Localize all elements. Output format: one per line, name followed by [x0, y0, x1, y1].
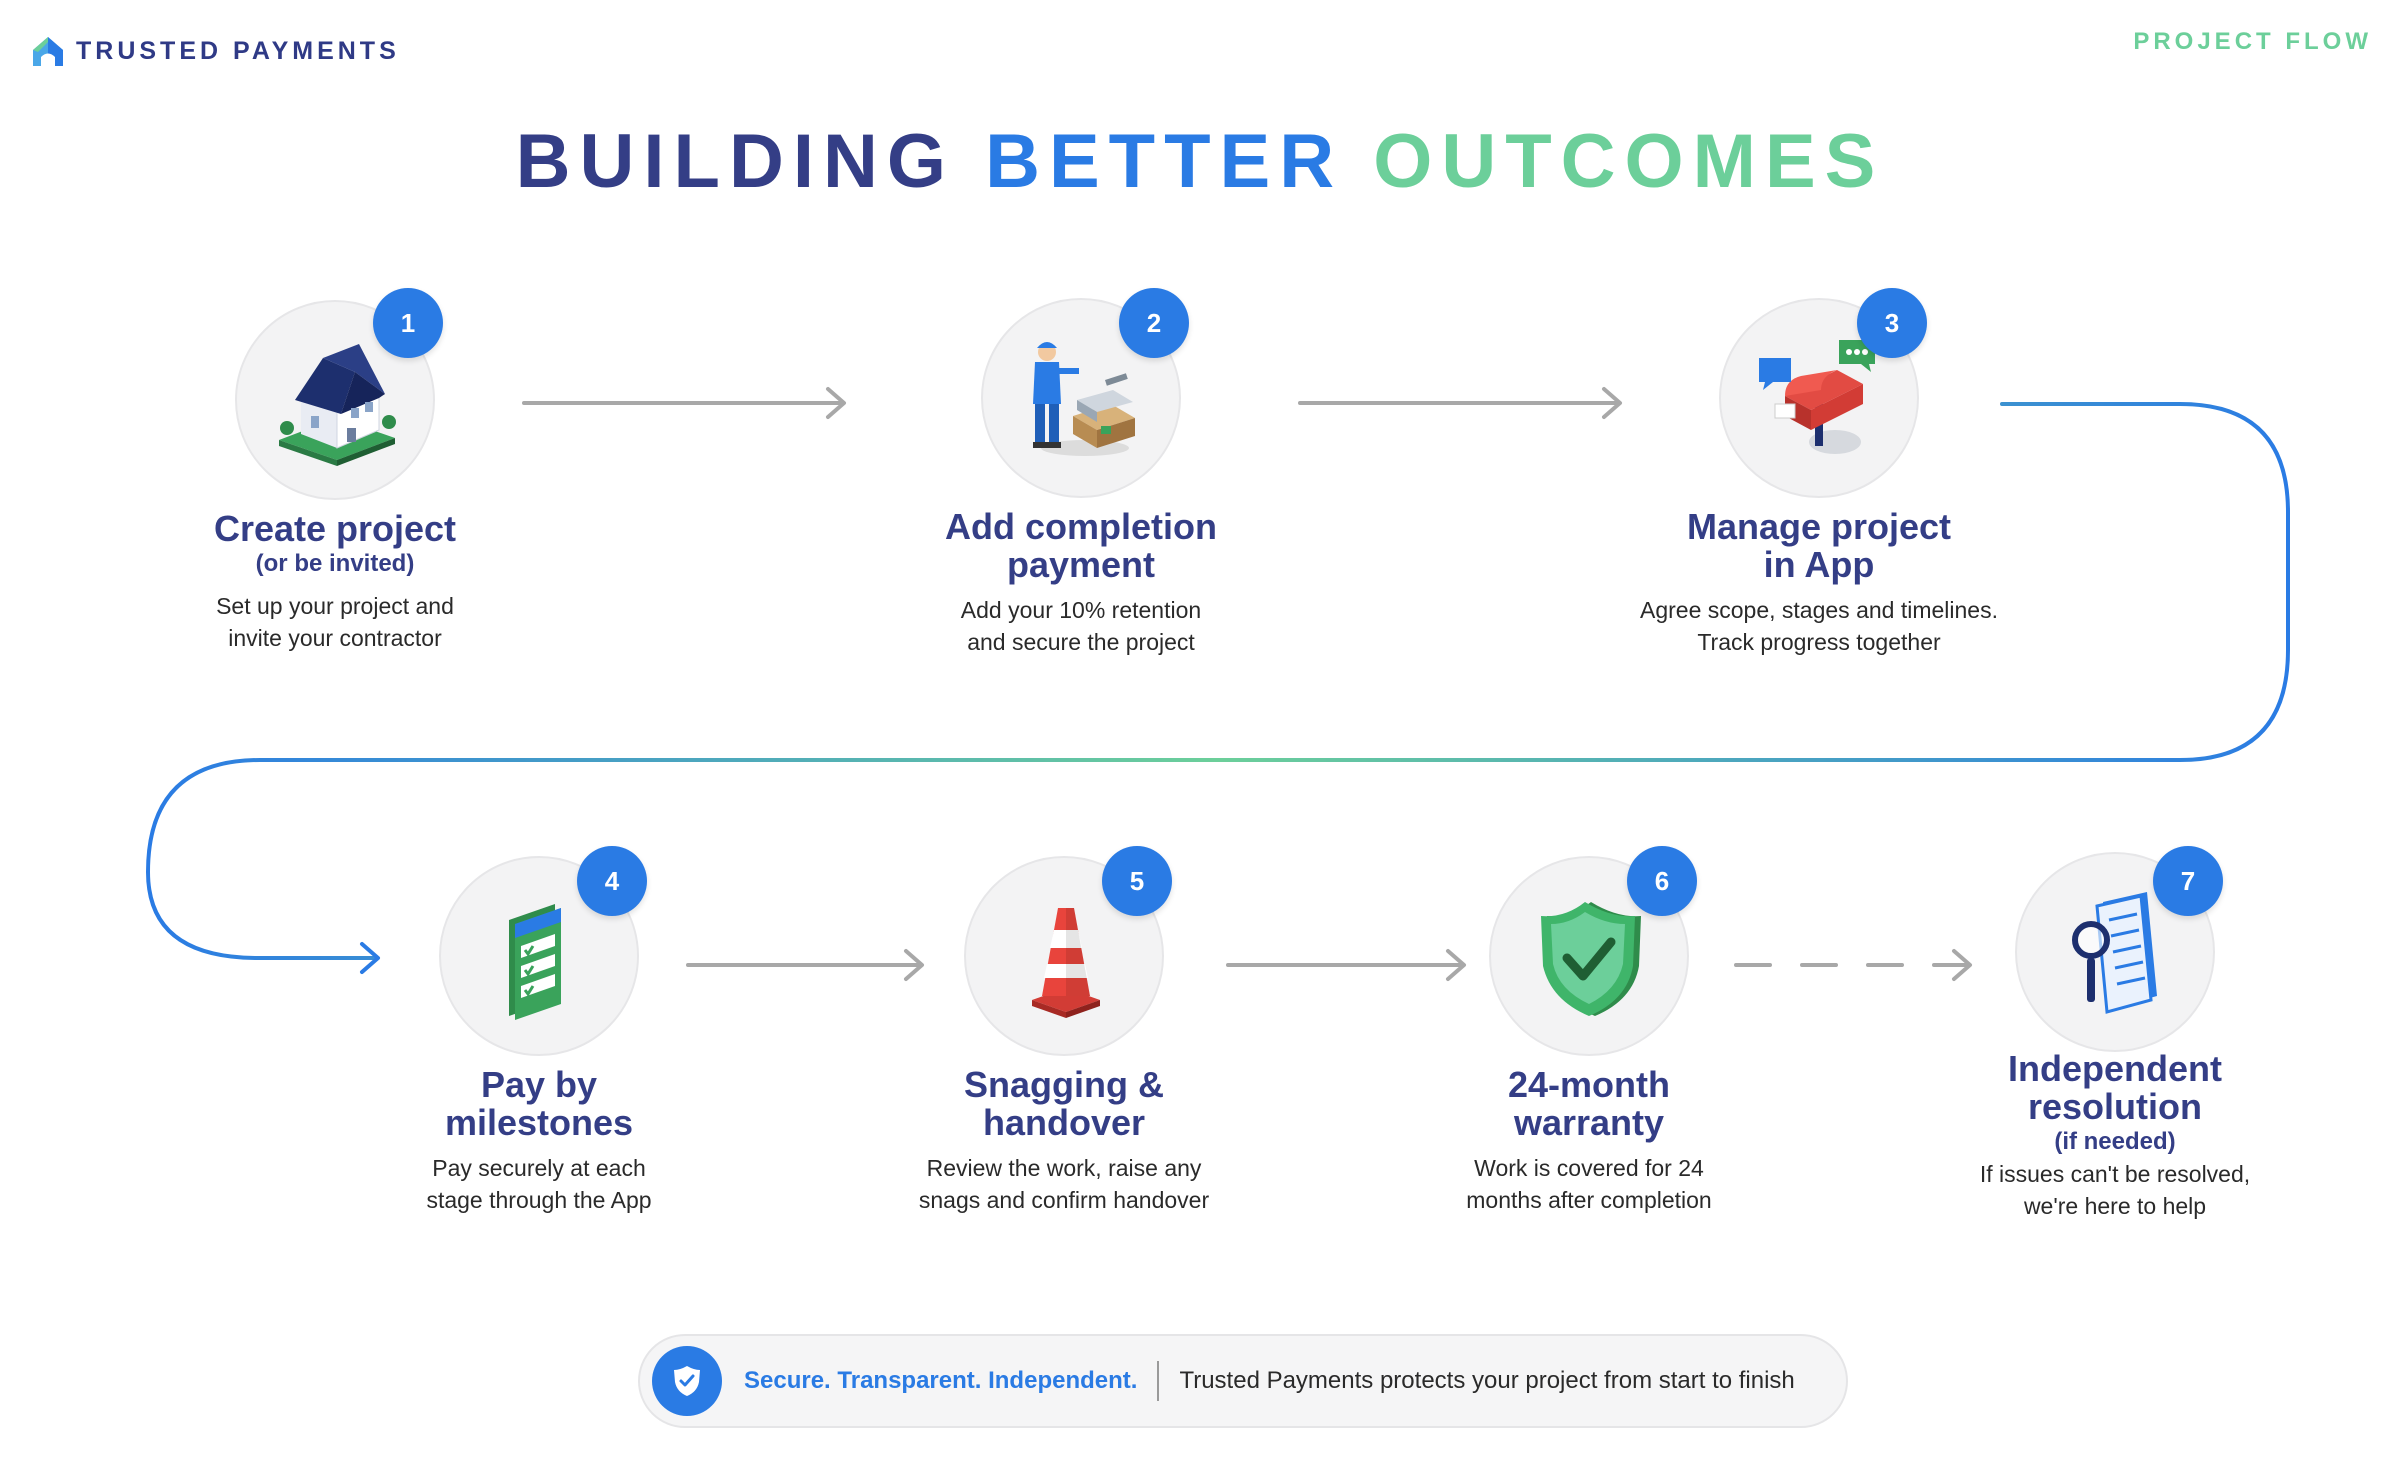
step-2-desc-line-1: Add your 10% retention	[960, 597, 1202, 623]
footer-banner: Secure. Transparent. Independent. Truste…	[638, 1334, 1848, 1428]
footer-text: Trusted Payments protects your project f…	[1179, 1367, 1795, 1394]
step-6: 24-month warranty Work is covered for 24…	[1359, 1066, 1819, 1216]
step-4-badge: 4	[577, 846, 647, 916]
headline-word-better: BETTER	[985, 119, 1344, 204]
step-3-desc: Agree scope, stages and timelines. Track…	[1589, 594, 2049, 658]
step-3-desc-line-2: Track progress together	[1697, 629, 1941, 655]
step-5: Snagging & handover Review the work, rai…	[834, 1066, 1294, 1216]
step-5-title-line-2: handover	[982, 1102, 1146, 1143]
step-7-icon-circle	[2015, 852, 2215, 1052]
arrow-4-5	[686, 949, 924, 981]
step-2-title-line-2: payment	[1006, 544, 1156, 585]
footer-tagline: Secure. Transparent. Independent.	[744, 1367, 1138, 1394]
shield-check-icon	[1541, 902, 1641, 1016]
step-6-desc-line-1: Work is covered for 24	[1474, 1155, 1704, 1181]
step-7-desc-line-2: we're here to help	[2023, 1193, 2207, 1219]
step-7-title-line-2: resolution	[2027, 1086, 2202, 1127]
step-1-desc: Set up your project and invite your cont…	[105, 590, 565, 654]
shield-icon	[652, 1346, 722, 1416]
house-logo-icon	[33, 37, 63, 66]
brand: TRUSTED PAYMENTS	[30, 32, 400, 70]
step-4: Pay by milestones Pay securely at each s…	[309, 1066, 769, 1216]
step-7-badge: 7	[2153, 846, 2223, 916]
step-7-title-line-1: Independent	[2008, 1048, 2222, 1089]
headline-word-building: BUILDING	[515, 119, 955, 204]
step-1: Create project (or be invited) Set up yo…	[105, 510, 565, 654]
step-4-desc-line-1: Pay securely at each	[432, 1155, 646, 1181]
step-5-desc: Review the work, raise any snags and con…	[834, 1152, 1294, 1216]
step-3-badge: 3	[1857, 288, 1927, 358]
step-1-desc-line-1: Set up your project and	[216, 593, 454, 619]
arrow-6-7-dashed	[1734, 949, 1972, 981]
traffic-cone-icon	[1032, 908, 1100, 1018]
arrow-5-6	[1226, 949, 1466, 981]
step-6-desc: Work is covered for 24 months after comp…	[1359, 1152, 1819, 1216]
footer-divider	[1157, 1361, 1160, 1401]
step-7-desc: If issues can't be resolved, we're here …	[1885, 1158, 2345, 1222]
step-2-badge: 2	[1119, 288, 1189, 358]
step-5-title-line-1: Snagging &	[964, 1064, 1164, 1105]
step-1-icon-circle	[235, 300, 435, 500]
step-7-subtitle: (if needed)	[2054, 1128, 2176, 1155]
checklist-icon	[509, 904, 561, 1020]
step-3-title-line-1: Manage project	[1686, 506, 1952, 547]
mailbox-chat-icon	[1759, 340, 1875, 454]
step-1-title: Create project	[213, 508, 457, 549]
step-4-desc: Pay securely at each stage through the A…	[309, 1152, 769, 1216]
step-4-title-line-1: Pay by	[480, 1064, 598, 1105]
house-icon	[279, 344, 396, 466]
step-3-title-line-2: in App	[1763, 544, 1875, 585]
step-1-desc-line-2: invite your contractor	[228, 625, 442, 651]
step-7-desc-line-1: If issues can't be resolved,	[1979, 1161, 2251, 1187]
step-3-icon-circle	[1719, 298, 1919, 498]
project-flow-label: PROJECT FLOW	[2133, 28, 2372, 55]
step-3: Manage project in App Agree scope, stage…	[1589, 508, 2049, 658]
step-5-desc-line-1: Review the work, raise any	[926, 1155, 1202, 1181]
step-3-desc-line-1: Agree scope, stages and timelines.	[1640, 597, 1998, 623]
step-7: Independent resolution (if needed) If is…	[1885, 1050, 2345, 1222]
step-2-desc-line-2: and secure the project	[967, 629, 1195, 655]
headline-word-outcomes: OUTCOMES	[1373, 119, 1885, 204]
brand-name: TRUSTED PAYMENTS	[76, 36, 400, 65]
step-6-title-line-2: warranty	[1513, 1102, 1665, 1143]
snake-arrowhead	[360, 942, 380, 974]
step-4-title-line-2: milestones	[444, 1102, 634, 1143]
step-6-desc-line-2: months after completion	[1466, 1187, 1712, 1213]
step-2-title-line-1: Add completion	[945, 506, 1217, 547]
headline: BUILDING BETTER OUTCOMES	[0, 118, 2400, 205]
step-2-desc: Add your 10% retention and secure the pr…	[851, 594, 1311, 658]
step-4-desc-line-2: stage through the App	[426, 1187, 652, 1213]
step-5-desc-line-2: snags and confirm handover	[918, 1187, 1210, 1213]
step-5-badge: 5	[1102, 846, 1172, 916]
step-2: Add completion payment Add your 10% rete…	[851, 508, 1311, 658]
step-6-badge: 6	[1627, 846, 1697, 916]
document-magnifier-icon	[2072, 892, 2157, 1014]
arrow-1-2	[522, 387, 846, 419]
worker-materials-icon	[1033, 342, 1135, 456]
snake-connector	[145, 402, 2290, 960]
step-1-badge: 1	[373, 288, 443, 358]
step-1-subtitle: (or be invited)	[255, 550, 415, 577]
step-6-title-line-1: 24-month	[1508, 1064, 1670, 1105]
arrow-2-3	[1298, 387, 1622, 419]
